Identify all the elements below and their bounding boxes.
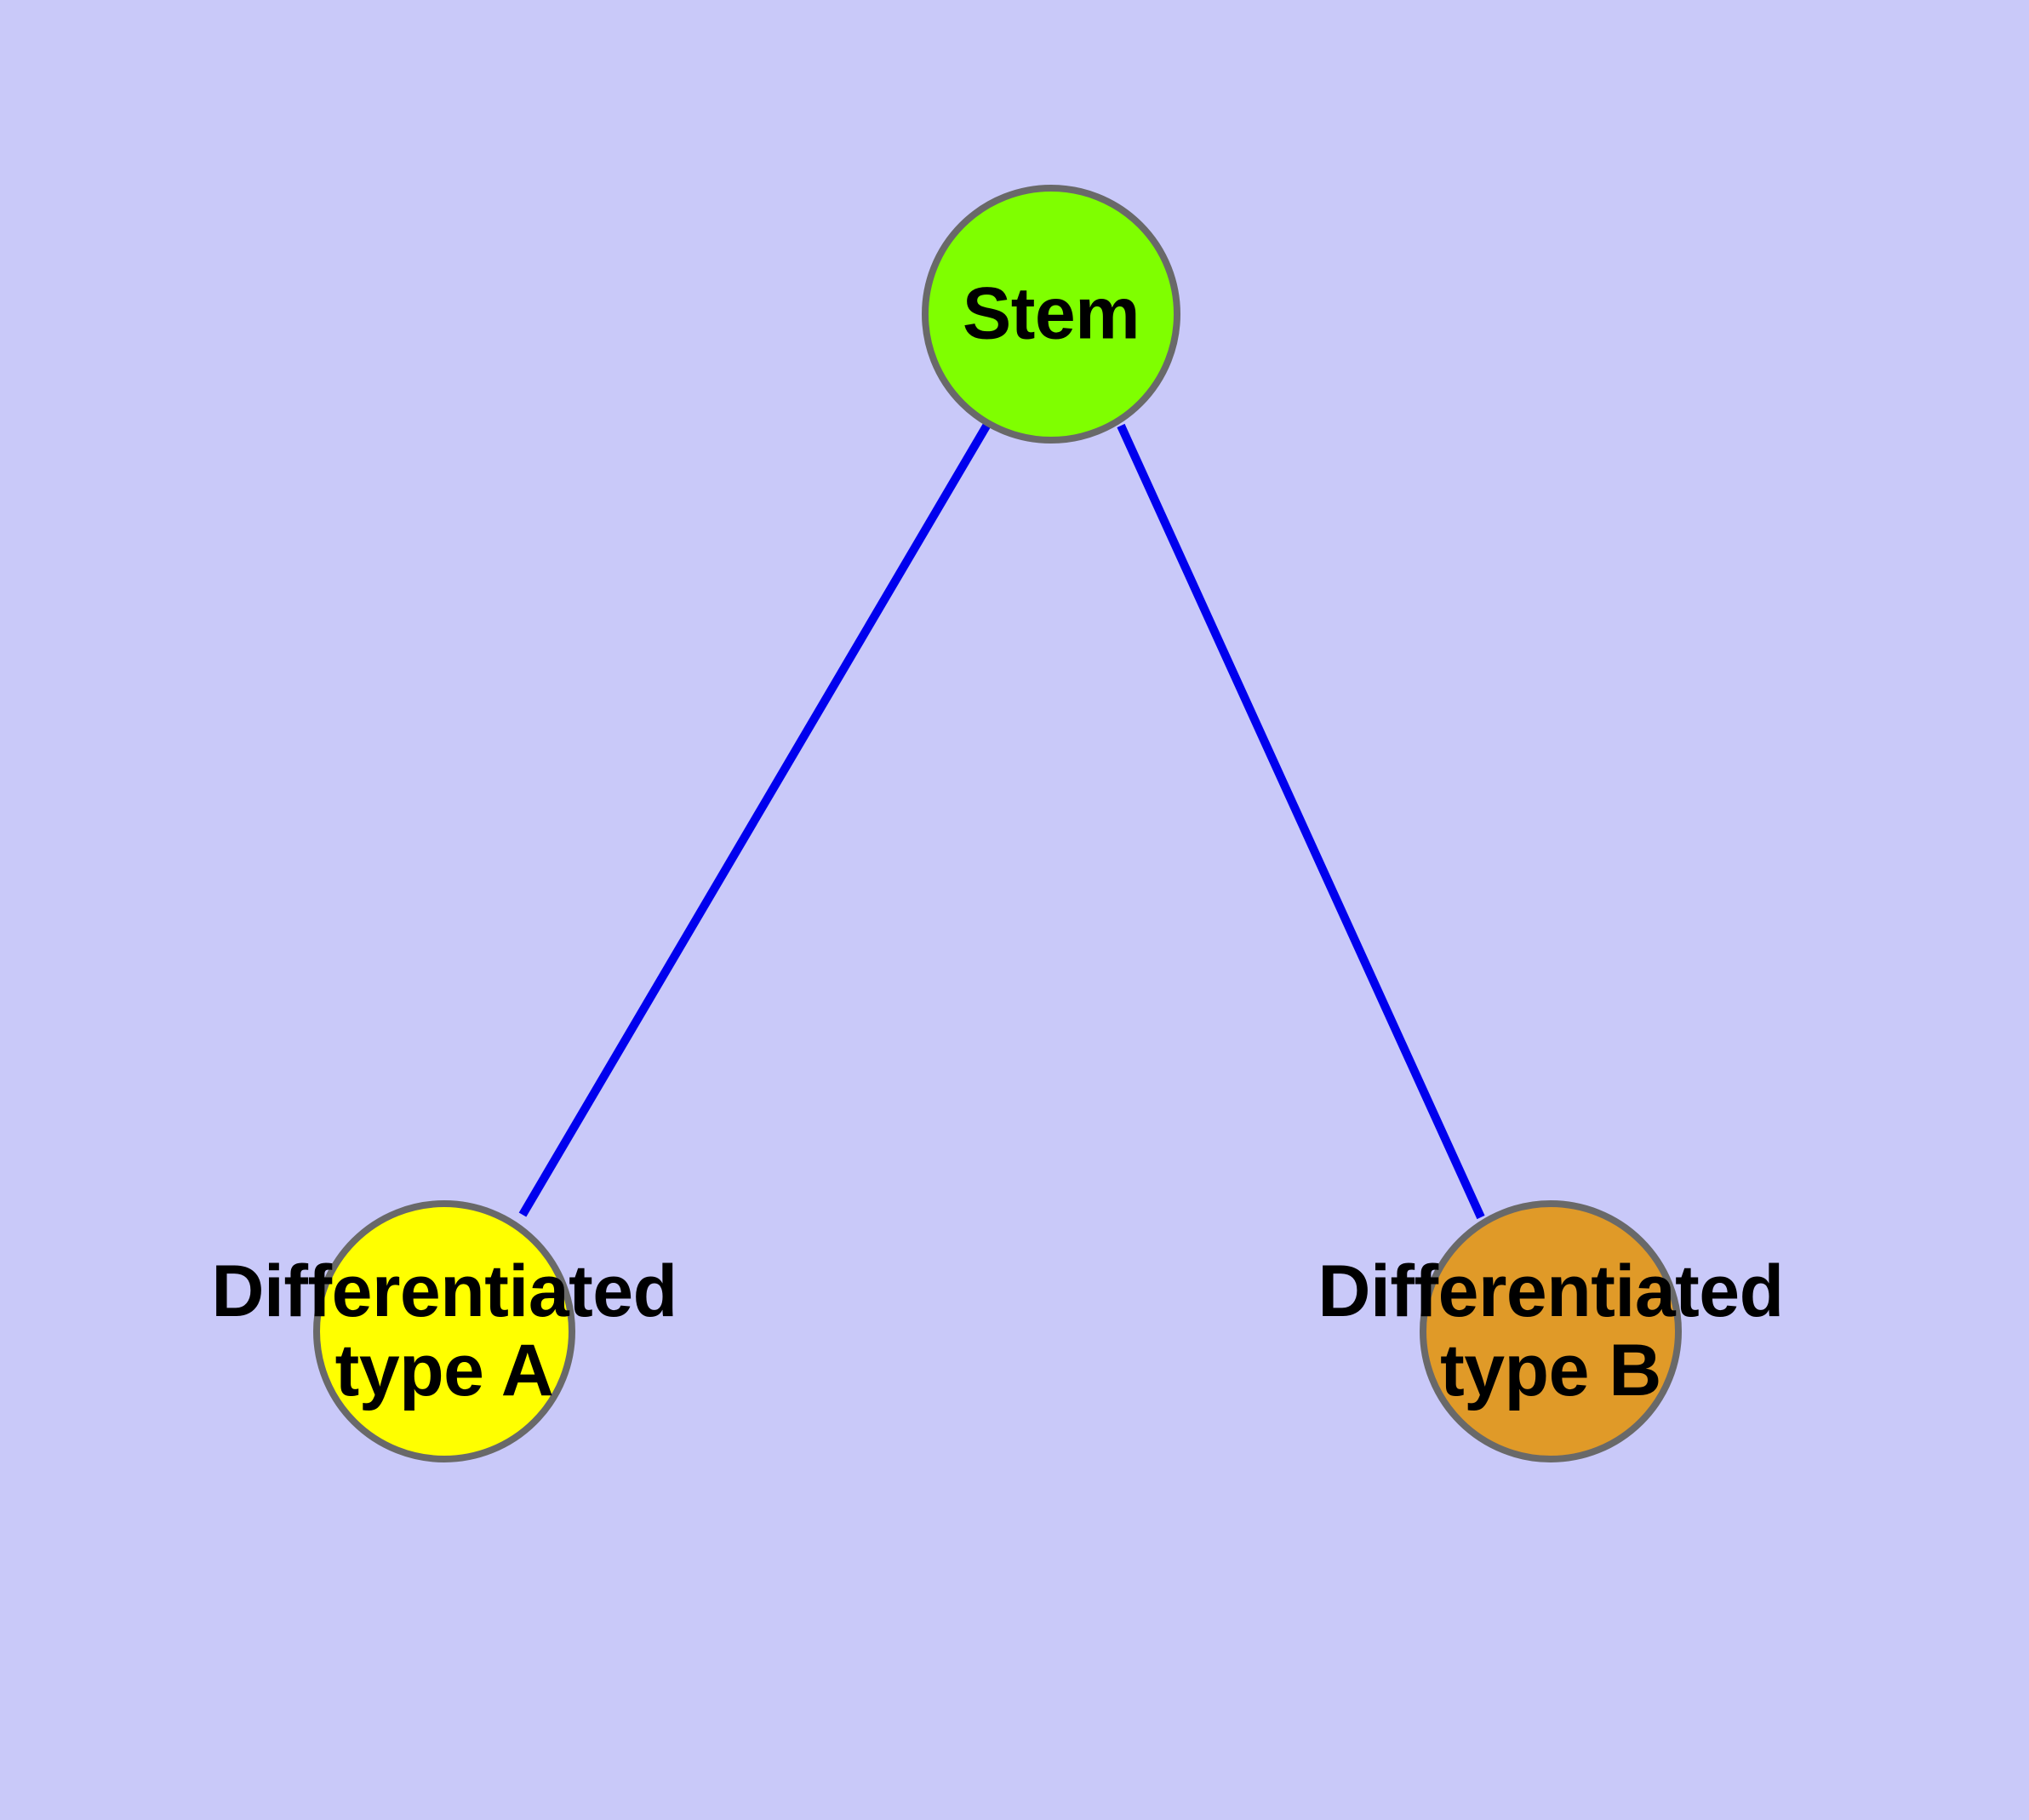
edge-stem-to-diff-a[interactable] — [518, 421, 992, 1217]
edge-layer — [518, 421, 1485, 1220]
node-stem-circle[interactable] — [922, 185, 1180, 444]
edge-stem-to-diff-b[interactable] — [1117, 423, 1485, 1220]
node-diff-a-circle[interactable] — [313, 1200, 575, 1462]
node-layer — [313, 185, 1682, 1462]
node-diff-b-circle[interactable] — [1420, 1200, 1682, 1462]
